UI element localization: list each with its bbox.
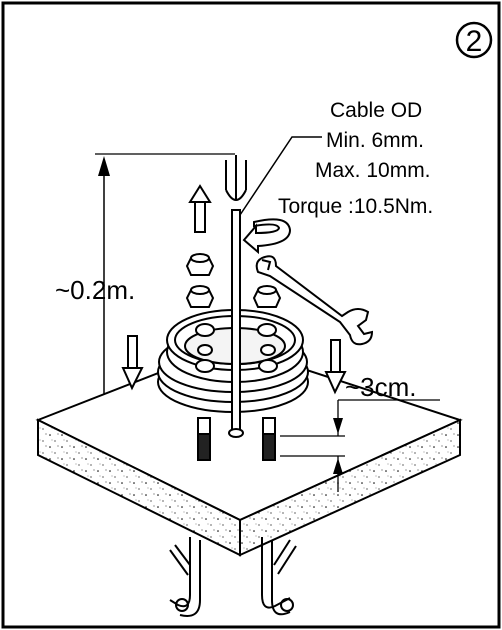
cable-od-title: Cable OD [330,99,422,122]
depth-label: ~3cm. [345,372,417,402]
depth-dimension [280,399,440,492]
step-number-badge: 2 [455,21,493,59]
concrete-slab [35,343,463,557]
cable [225,155,247,438]
anchor-bolt-right [261,537,297,616]
lift-arrow [188,184,212,233]
cable-od-max: Max. 10mm. [315,159,431,182]
torque-label: Torque :10.5Nm. [278,195,433,218]
wrench-icon [255,255,374,346]
insert-arrow-left [121,335,144,391]
insert-arrow-right [324,339,347,395]
cable-od-min: Min. 6mm. [326,129,424,152]
base-bolt-holes [195,323,278,373]
anchor-bolt-left [169,537,201,617]
height-label: ~0.2m. [55,275,135,305]
anchor-studs [197,417,276,461]
cable-leader-line [239,136,322,216]
step-number: 2 [466,25,483,58]
rotate-arrow-icon [242,218,292,255]
nut [185,253,282,308]
